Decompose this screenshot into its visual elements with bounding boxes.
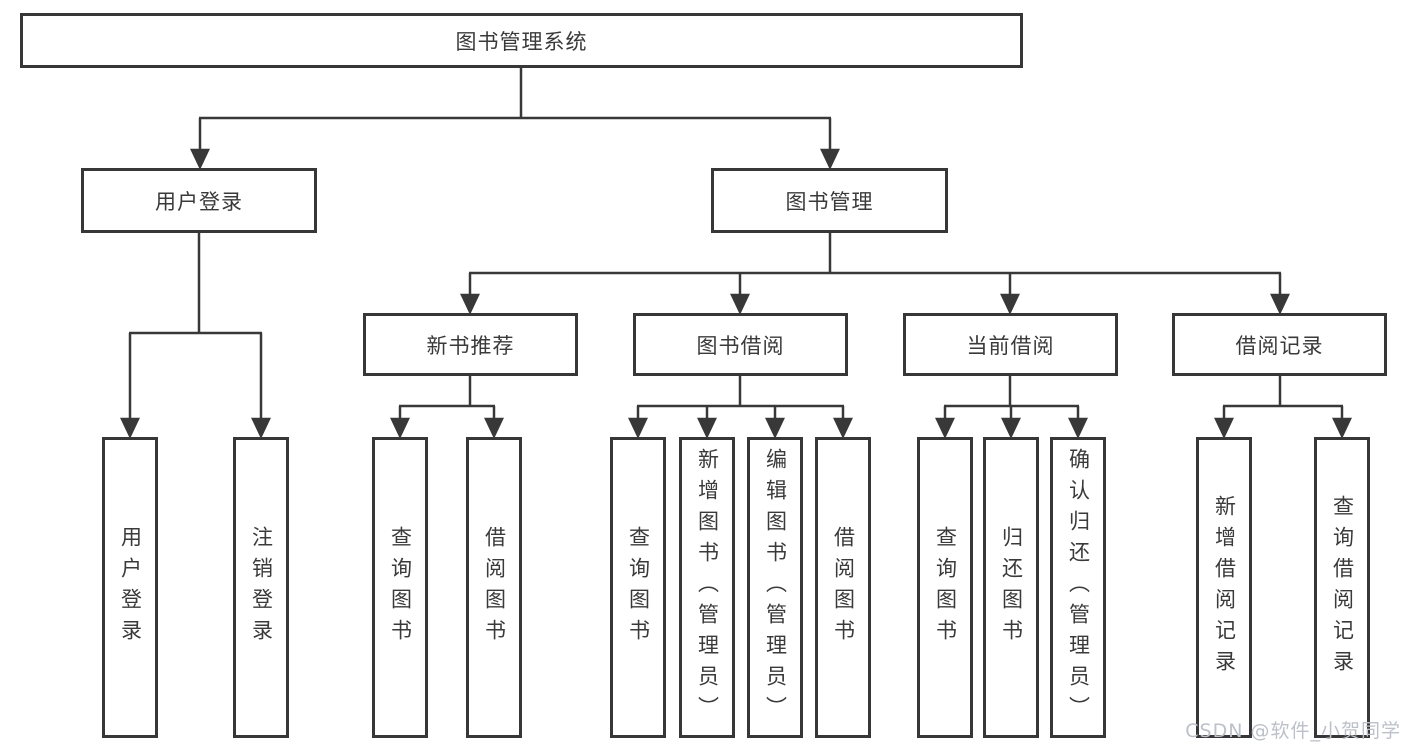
connector-record-to-leaves — [1214, 376, 1352, 439]
node-leaf-query-book-borrow: 查询图书 — [610, 437, 666, 738]
node-borrow-record: 借阅记录 — [1172, 313, 1387, 376]
node-leaf-edit-book-admin: 编辑图书（管理员） — [747, 437, 803, 738]
node-book-management: 图书管理 — [711, 168, 948, 233]
node-current-borrow: 当前借阅 — [903, 313, 1118, 376]
node-leaf-return-book: 归还图书 — [983, 437, 1039, 738]
connector-root-to-level2 — [190, 68, 840, 170]
connector-bookmgmt-to-level3 — [460, 233, 1290, 315]
node-user-login: 用户登录 — [81, 168, 317, 233]
node-leaf-borrow-book-recommend: 借阅图书 — [466, 437, 522, 738]
connector-current-to-leaves — [935, 376, 1088, 439]
node-leaf-add-book-admin: 新增图书（管理员） — [679, 437, 735, 738]
node-leaf-query-book-current: 查询图书 — [917, 437, 973, 738]
node-leaf-user-login: 用户登录 — [102, 437, 158, 738]
node-leaf-borrow-book: 借阅图书 — [815, 437, 871, 738]
node-root-system: 图书管理系统 — [20, 13, 1023, 68]
node-leaf-query-book-recommend: 查询图书 — [372, 437, 428, 738]
node-new-book-recommend: 新书推荐 — [363, 313, 578, 376]
node-book-borrow: 图书借阅 — [633, 313, 848, 376]
connector-borrow-to-leaves — [628, 376, 853, 439]
connector-userlogin-to-leaves — [120, 233, 271, 439]
node-leaf-logout: 注销登录 — [233, 437, 289, 738]
node-leaf-confirm-return-admin: 确认归还（管理员） — [1050, 437, 1106, 738]
csdn-watermark: CSDN @软件_小贺同学 — [1185, 720, 1401, 742]
node-leaf-query-borrow-record: 查询借阅记录 — [1314, 437, 1370, 738]
node-leaf-add-borrow-record: 新增借阅记录 — [1196, 437, 1252, 738]
connector-newbook-to-leaves — [390, 376, 504, 439]
